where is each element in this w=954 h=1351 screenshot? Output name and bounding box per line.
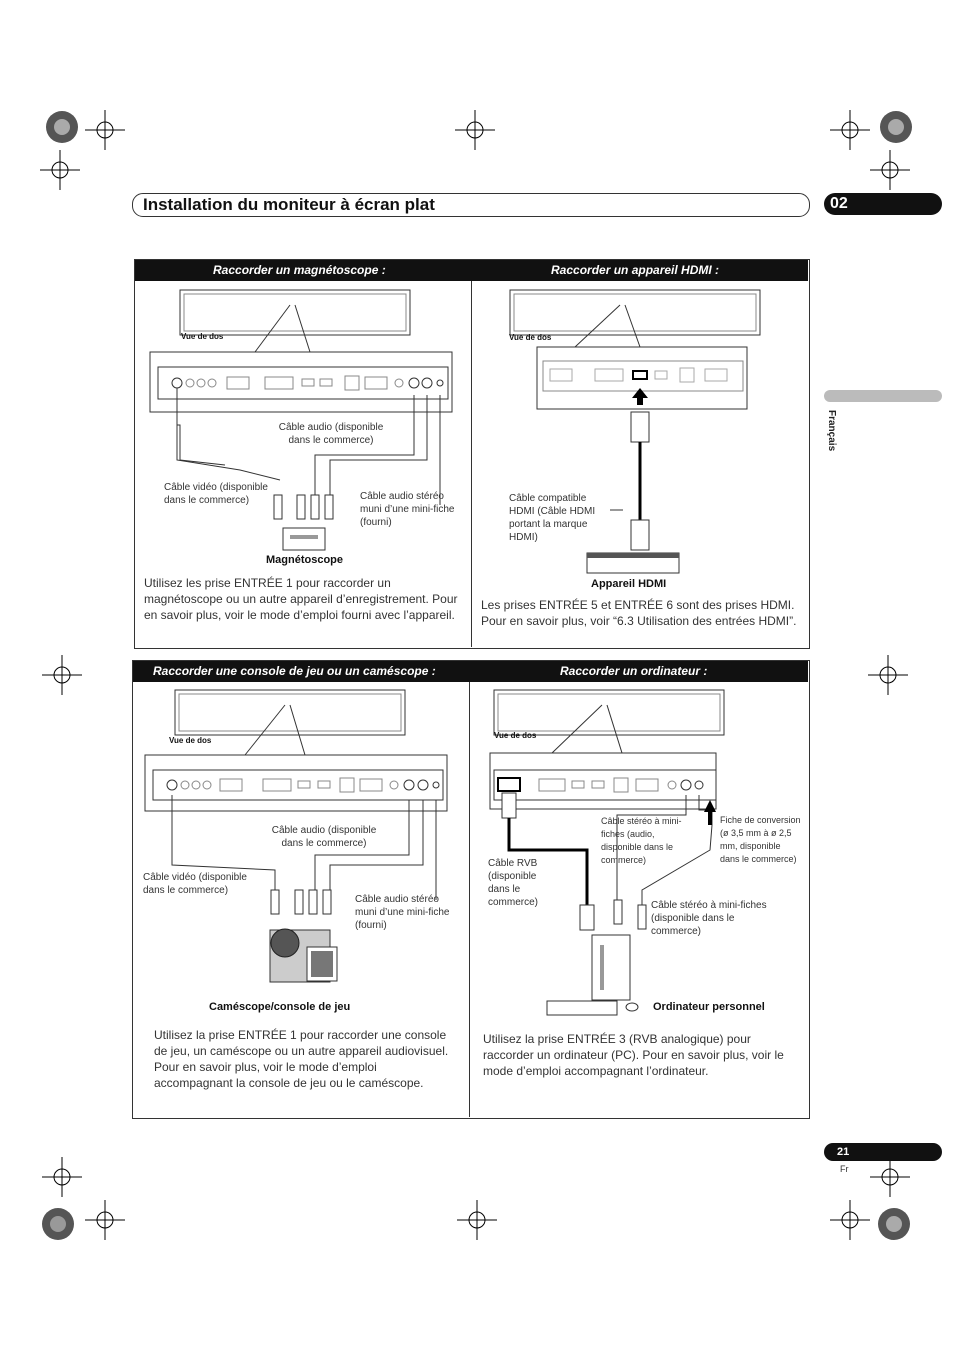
crosshair-mark	[830, 1200, 870, 1240]
device-label-pc: Ordinateur personnel	[653, 1001, 765, 1013]
vcr-connection-diagram	[149, 289, 453, 551]
rear-view-label: Vue de dos	[181, 332, 224, 341]
footer-lang: Fr	[840, 1164, 849, 1174]
game-connection-diagram	[144, 689, 448, 983]
caption-video-cable: Câble vidéo (disponible dans le commerce…	[143, 872, 247, 896]
panel-divider	[469, 682, 470, 1117]
hdmi-connection-diagram	[509, 289, 761, 574]
device-label-vcr: Magnétoscope	[266, 554, 344, 566]
section-header-game: Raccorder une console de jeu ou un camés…	[133, 661, 808, 682]
panel-bottom	[132, 660, 810, 1119]
crosshair-mark	[42, 1157, 82, 1197]
game-description: Utilisez la prise ENTRÉE 1 pour raccorde…	[154, 1028, 449, 1090]
rear-view-label: Vue de dos	[169, 736, 212, 745]
rear-view-label: Vue de dos	[494, 731, 537, 740]
language-label: Français	[826, 410, 837, 452]
crosshair-mark	[830, 110, 870, 150]
caption-stereo-mini-cable: Câble stéréo à mini-fiches (audio, dispo…	[601, 816, 682, 865]
crosshair-mark	[870, 1157, 910, 1197]
crosshair-mark	[85, 110, 125, 150]
crosshair-mark	[868, 655, 908, 695]
device-label-camcorder: Caméscope/console de jeu	[209, 1001, 351, 1013]
crosshair-mark	[85, 1200, 125, 1240]
registration-mark-bottom-right	[878, 1208, 910, 1240]
page-title: Installation du moniteur à écran plat	[143, 195, 435, 214]
caption-conversion-plug: Fiche de conversion (ø 3,5 mm à ø 2,5 mm…	[720, 815, 801, 864]
crosshair-mark	[870, 150, 910, 190]
pc-description: Utilisez la prise ENTRÉE 3 (RVB analogiq…	[483, 1032, 784, 1078]
registration-mark-top-right	[880, 111, 912, 143]
language-tab	[824, 390, 942, 402]
rear-view-label: Vue de dos	[509, 333, 552, 342]
panel-divider	[471, 281, 472, 647]
crosshair-mark	[40, 150, 80, 190]
hdmi-description: Les prises ENTRÉE 5 et ENTRÉE 6 sont des…	[481, 598, 797, 628]
caption-rgb-cable: Câble RVB (disponible dans le commerce)	[488, 858, 539, 908]
section-header-vcr: Raccorder un magnétoscope : Raccorder un…	[135, 260, 808, 281]
crosshair-mark	[455, 110, 495, 150]
caption-audio-cable: Câble audio (disponible dans le commerce…	[271, 825, 377, 849]
device-label-hdmi: Appareil HDMI	[591, 578, 667, 590]
caption-video-cable: Câble vidéo (disponible dans le commerce…	[164, 482, 268, 506]
page-number-badge: 21	[824, 1143, 942, 1161]
vcr-description: Utilisez les prise ENTRÉE 1 pour raccord…	[144, 576, 458, 622]
caption-stereo-mini-cable-2: Câble stéréo à mini-fiches (disponible d…	[651, 900, 767, 937]
caption-hdmi-cable: Câble compatible HDMI (Câble HDMI portan…	[509, 493, 596, 543]
registration-mark-top-left	[46, 111, 78, 143]
chapter-badge: 02	[824, 193, 942, 215]
registration-mark-bottom-left	[42, 1208, 74, 1240]
pc-connection-diagram	[489, 689, 725, 1016]
caption-stereo-cable: Câble audio stéréo muni d’une mini-fiche…	[360, 491, 455, 528]
crosshair-mark	[42, 655, 82, 695]
page-header: Installation du moniteur à écran plat	[132, 193, 810, 217]
caption-stereo-cable: Câble audio stéréo muni d’une mini-fiche…	[355, 894, 450, 931]
caption-audio-cable: Câble audio (disponible dans le commerce…	[278, 422, 384, 446]
crosshair-mark	[457, 1200, 497, 1240]
